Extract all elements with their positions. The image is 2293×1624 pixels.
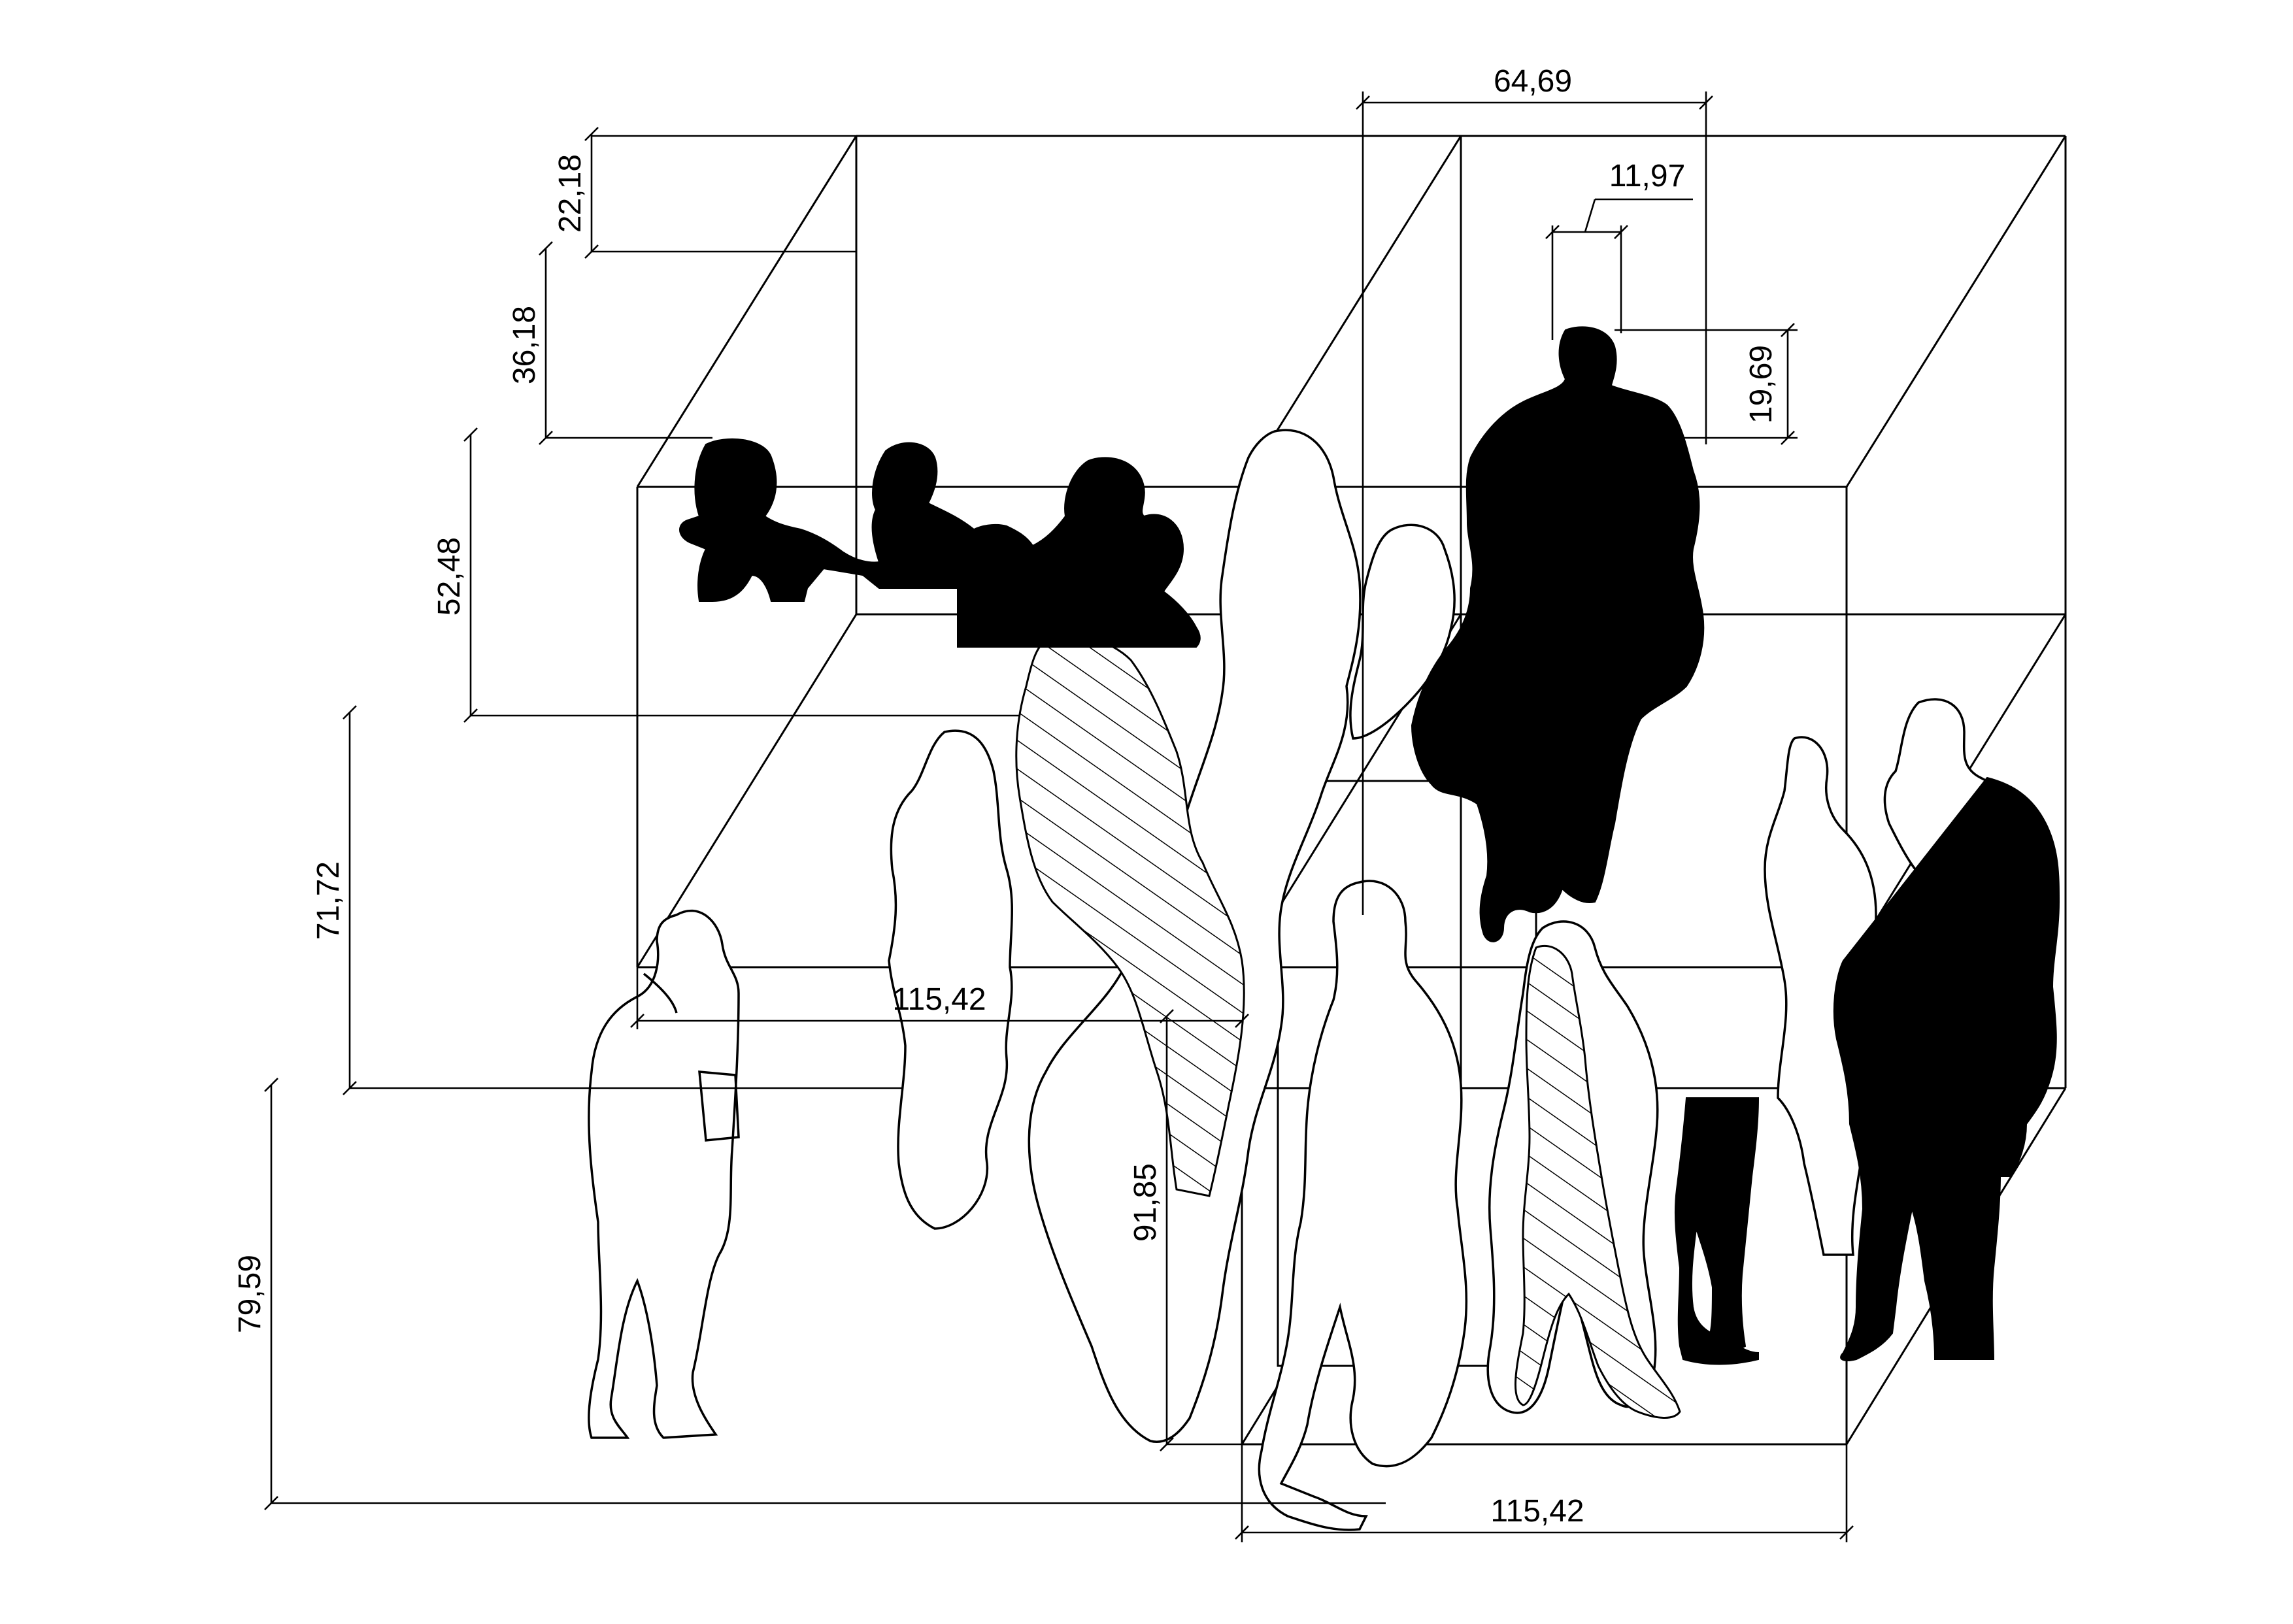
dim-label-bottom-width: 115,42 bbox=[1490, 1494, 1584, 1529]
figure-solid-top-right bbox=[1411, 326, 1705, 942]
dim-label-mid-width: 115,42 bbox=[892, 982, 986, 1017]
solid-figures bbox=[679, 326, 2060, 1365]
dim-label-mid-height: 91,85 bbox=[1128, 1163, 1163, 1242]
dim-label-v5: 79,59 bbox=[233, 1255, 267, 1333]
figure-outline-left bbox=[588, 910, 740, 1439]
dim-label-v2: 36,18 bbox=[507, 306, 542, 384]
hatched-figures bbox=[1015, 634, 1681, 1419]
dim-label-head-height: 19,69 bbox=[1744, 345, 1779, 423]
figure-solid-top-left-group bbox=[679, 438, 1201, 648]
figure-outline-right-thin bbox=[1764, 736, 1877, 1256]
dim-label-top-width: 64,69 bbox=[1494, 64, 1572, 99]
figure-hatched-right bbox=[1514, 944, 1681, 1419]
figure-solid-lower-walking bbox=[1674, 1097, 1760, 1365]
figure-solid-far-right bbox=[1833, 776, 2060, 1361]
figure-outline-center-left bbox=[888, 729, 1013, 1230]
dimension-labels: 64,69 11,97 19,69 22,18 36,18 52,48 71,7… bbox=[233, 64, 1779, 1529]
dim-label-v4: 71,72 bbox=[311, 861, 346, 940]
dim-label-head-width: 11,97 bbox=[1609, 159, 1686, 193]
dimension-lines bbox=[264, 91, 1854, 1542]
dim-label-v3: 52,48 bbox=[432, 537, 467, 616]
dim-label-v1: 22,18 bbox=[553, 154, 588, 233]
figure-outline-center-walking bbox=[1258, 880, 1468, 1531]
figure-hatched-center bbox=[1015, 634, 1245, 1197]
